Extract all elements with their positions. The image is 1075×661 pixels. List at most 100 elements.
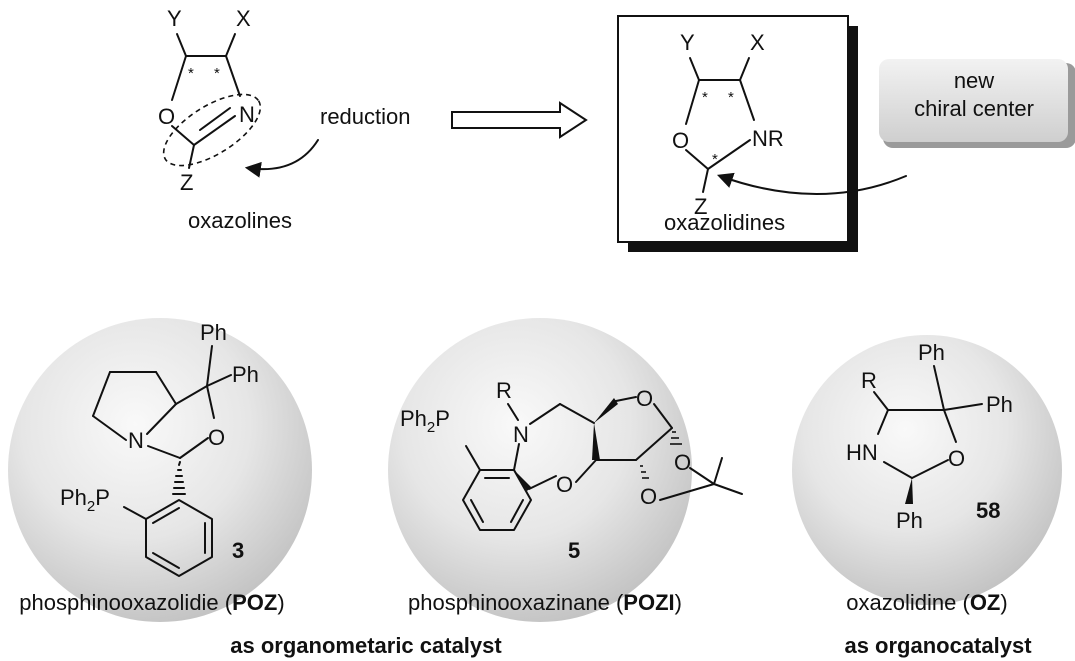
atom-ph2p: Ph2P <box>400 406 450 436</box>
atom-o: O <box>948 446 965 471</box>
bond <box>225 55 241 97</box>
bond <box>911 459 949 479</box>
bond <box>176 33 187 57</box>
atom-hn: HN <box>846 440 878 465</box>
aromatic-bond <box>152 552 180 569</box>
bond <box>155 371 177 405</box>
wedge-bond <box>592 423 600 460</box>
callout-box <box>879 59 1068 142</box>
stereo-star: * <box>188 65 194 82</box>
bond <box>615 396 637 402</box>
reduction-curved-arrow <box>244 139 319 178</box>
reduction-site-highlight <box>162 93 262 167</box>
bond <box>659 483 715 501</box>
caption-pozi: phosphinooxazinane (POZI) <box>408 590 682 615</box>
bond <box>707 139 751 170</box>
double-bond <box>199 107 231 131</box>
new-chiral-center-callout: new chiral center <box>716 59 1075 195</box>
atom-y: Y <box>167 6 182 31</box>
atom-n: N <box>239 102 255 127</box>
bond <box>146 403 177 435</box>
bond <box>507 403 519 421</box>
bond <box>713 457 723 485</box>
bond <box>206 385 215 419</box>
bond <box>713 483 743 495</box>
bond <box>179 437 209 459</box>
stereo-star: * <box>712 151 718 168</box>
callout-line-2: chiral center <box>914 96 1034 121</box>
bond <box>513 443 520 471</box>
bond <box>528 475 557 490</box>
atom-z: Z <box>180 170 193 195</box>
stereo-star: * <box>702 89 708 106</box>
stereo-star: * <box>214 65 220 82</box>
footer-organometallic: as organometaric catalyst <box>230 633 502 658</box>
atom-r: R <box>496 378 512 403</box>
bond <box>873 391 889 411</box>
sphere-poz <box>8 318 312 622</box>
atom-o: O <box>636 386 653 411</box>
bond <box>206 345 213 387</box>
bond <box>92 371 111 417</box>
oxazolidine-box: Y X * * O NR * Z oxazolidines <box>617 15 858 252</box>
bond <box>92 415 127 441</box>
atom-n: N <box>513 422 529 447</box>
bond <box>689 57 700 81</box>
atom-n: N <box>128 428 144 453</box>
bond <box>559 403 595 424</box>
bond <box>529 403 561 425</box>
poz-structure: Ph Ph N O Ph2P 3 <box>60 320 259 577</box>
atom-x: X <box>750 30 765 55</box>
reduction-label: reduction <box>320 104 411 129</box>
box-frame <box>617 15 849 243</box>
compound-number-5: 5 <box>568 538 580 563</box>
stereo-star: * <box>728 89 734 106</box>
aromatic-bond <box>510 499 524 523</box>
oxazoline-structure: Y X * * O N Z reduction oxazolines <box>158 6 411 233</box>
atom-r: R <box>861 368 877 393</box>
footer-organocatalyst: as organocatalyst <box>844 633 1032 658</box>
bond <box>883 461 913 479</box>
atom-ph: Ph <box>986 392 1013 417</box>
bond <box>739 79 755 121</box>
atom-o: O <box>158 104 175 129</box>
callout-line-1: new <box>954 68 994 93</box>
bond <box>175 385 208 405</box>
bond <box>685 79 700 125</box>
bond <box>635 427 673 461</box>
compound-number-3: 3 <box>232 538 244 563</box>
aromatic-bond <box>152 507 180 524</box>
atom-o: O <box>674 450 691 475</box>
bond <box>465 445 481 471</box>
bond <box>933 365 945 411</box>
atom-ph: Ph <box>918 340 945 365</box>
bond <box>739 57 750 81</box>
chiral-center-arrow <box>716 172 907 195</box>
atom-z: Z <box>694 194 707 219</box>
wedge-bond <box>905 478 913 504</box>
wedge-bond <box>594 398 618 423</box>
atom-y: Y <box>680 30 695 55</box>
bond <box>702 168 709 193</box>
bond <box>653 403 673 429</box>
oz-structure: R Ph Ph HN O Ph 58 <box>846 340 1013 533</box>
bond <box>943 409 957 443</box>
hash-bond <box>178 461 181 466</box>
atom-ph: Ph <box>232 362 259 387</box>
reaction-arrow <box>451 101 588 139</box>
bond <box>575 459 597 483</box>
caption-oz: oxazolidine (OZ) <box>846 590 1007 615</box>
benzene-ring <box>462 469 532 531</box>
atom-x: X <box>236 6 251 31</box>
bond <box>225 33 236 57</box>
atom-nr: NR <box>752 126 784 151</box>
atom-ph2p: Ph2P <box>60 485 110 515</box>
double-bond <box>193 115 236 146</box>
atom-ph: Ph <box>896 508 923 533</box>
sphere-pozi <box>388 318 692 622</box>
bond <box>206 374 232 387</box>
wedge-bond <box>514 470 531 491</box>
bond <box>689 467 715 485</box>
aromatic-bond <box>470 499 484 523</box>
